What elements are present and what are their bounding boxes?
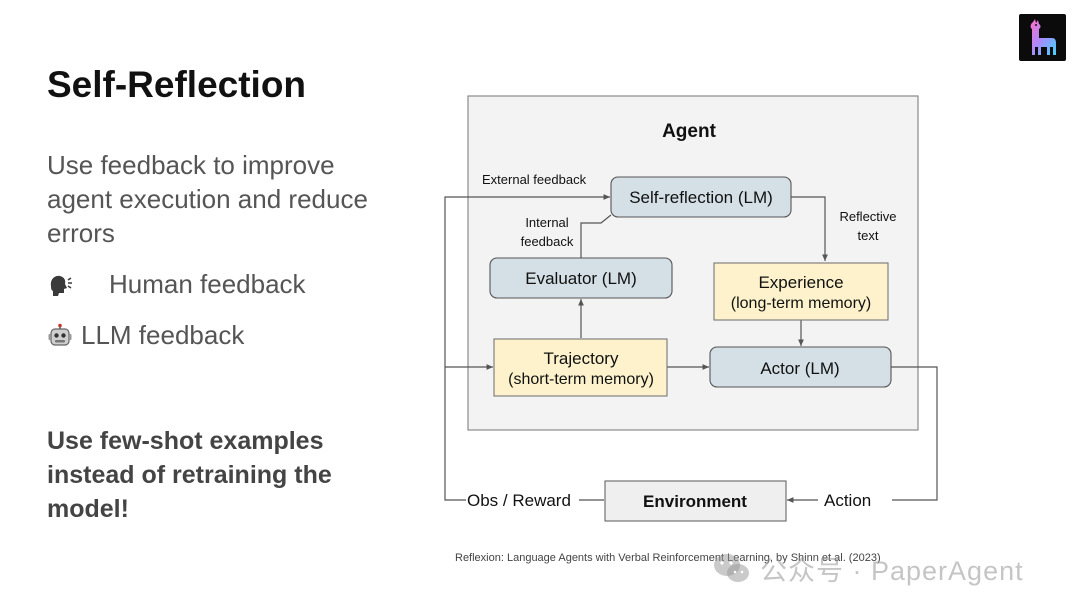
speaking-head-icon	[47, 272, 73, 298]
edge-actor-to-action	[891, 366, 938, 501]
slide-subtitle: Use feedback to improve agent execution …	[47, 150, 368, 248]
watermark: 公众号 · PaperAgent	[712, 549, 1024, 588]
actor-node	[709, 346, 892, 388]
edge-external-feedback	[444, 194, 610, 501]
bullet-human-feedback: Human feedback	[47, 269, 306, 300]
experience-label: Experience	[758, 273, 843, 292]
edge-reflective-text	[791, 196, 828, 261]
environment-label: Environment	[643, 492, 747, 511]
internal-feedback-label-2: feedback	[521, 234, 574, 249]
external-feedback-label: External feedback	[482, 172, 587, 187]
internal-feedback-label: Internal	[525, 215, 568, 230]
experience-node	[713, 262, 889, 321]
self-reflection-node	[610, 176, 792, 218]
callout-text: Use few-shot examples instead of retrain…	[47, 427, 332, 523]
trajectory-label: Trajectory	[544, 349, 619, 368]
evaluator-label: Evaluator (LM)	[525, 269, 636, 288]
self-reflection-label: Self-reflection (LM)	[629, 188, 773, 207]
evaluator-node	[489, 257, 673, 299]
trajectory-sublabel: (short-term memory)	[508, 371, 654, 388]
reflective-text-label: Reflective	[839, 209, 896, 224]
obs-reward-label: Obs / Reward	[467, 491, 571, 510]
trajectory-node	[493, 338, 668, 397]
slide-title: Self-Reflection	[47, 64, 307, 105]
bullet-label: LLM feedback	[81, 320, 245, 350]
actor-label: Actor (LM)	[760, 359, 839, 378]
environment-node	[604, 480, 787, 522]
experience-sublabel: (long-term memory)	[731, 295, 871, 312]
wechat-icon	[712, 552, 752, 586]
citation: Reflexion: Language Agents with Verbal R…	[455, 552, 881, 564]
llama-logo-icon	[1019, 14, 1066, 61]
agent-label: Agent	[662, 121, 717, 142]
edges	[444, 194, 938, 503]
reflective-text-label-2: text	[858, 228, 879, 243]
bullet-label: Human feedback	[109, 269, 306, 299]
bullet-llm-feedback: LLM feedback	[47, 320, 244, 351]
watermark-text: 公众号 · PaperAgent	[760, 556, 1024, 586]
edge-internal-feedback	[580, 214, 612, 258]
robot-icon	[47, 323, 73, 349]
action-label: Action	[824, 491, 871, 510]
